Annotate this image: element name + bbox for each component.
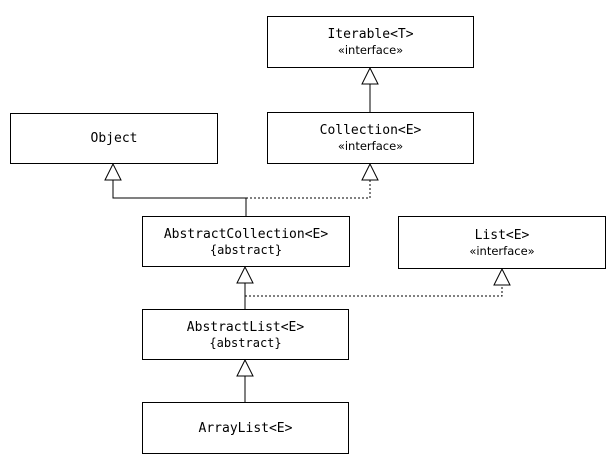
arraylist-class-name: ArrayList<E> xyxy=(198,420,293,436)
abstractlist-implements-list-line xyxy=(245,285,503,297)
abstractcollection-class-box: AbstractCollection<E> {abstract} xyxy=(142,216,350,267)
abstractcollection-extends-object-line xyxy=(112,180,247,216)
list-stereotype: «interface» xyxy=(469,243,535,258)
object-arrowhead xyxy=(104,162,122,181)
object-class-name: Object xyxy=(90,131,138,146)
object-class-box: Object xyxy=(10,113,218,164)
abstractlist-stereotype: {abstract} xyxy=(209,335,282,350)
abstractlist-class-name: AbstractList<E> xyxy=(186,319,305,335)
collection-class-box: Collection<E> «interface» xyxy=(267,112,474,164)
abstractlist-class-box: AbstractList<E> {abstract} xyxy=(142,309,349,360)
collection-stereotype: «interface» xyxy=(337,139,404,153)
collection-arrowhead xyxy=(361,162,379,181)
abstractcollection-class-name: AbstractCollection<E> xyxy=(163,226,329,242)
collection-class-name: Collection<E> xyxy=(319,123,422,138)
abstractlist-arrowhead xyxy=(236,358,254,377)
iterable-arrowhead xyxy=(361,66,379,85)
list-class-name: List<E> xyxy=(474,227,530,243)
iterable-stereotype: «interface» xyxy=(337,43,404,57)
arraylist-class-box: ArrayList<E> xyxy=(142,402,349,454)
abstractcollection-implements-collection-line xyxy=(246,180,371,199)
list-class-box: List<E> «interface» xyxy=(398,216,606,269)
iterable-class-box: Iterable<T> «interface» xyxy=(267,16,474,68)
iterable-class-name: Iterable<T> xyxy=(327,27,414,42)
list-arrowhead xyxy=(493,267,511,286)
abstractcollection-stereotype: {abstract} xyxy=(209,242,283,257)
abstractcollection-arrowhead xyxy=(236,265,254,284)
